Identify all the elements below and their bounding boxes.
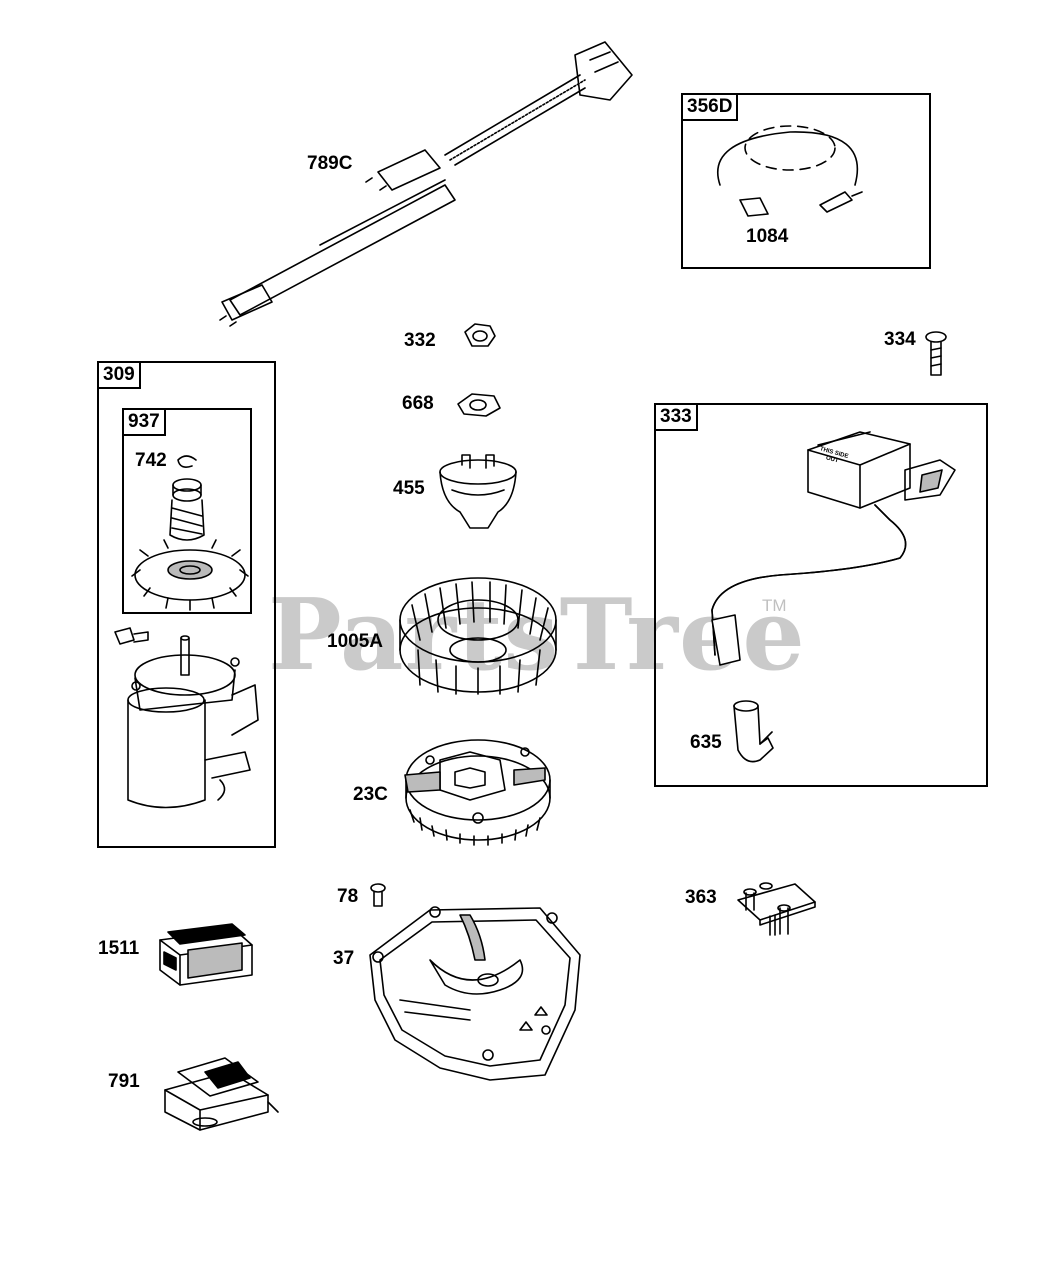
part-668-washer[interactable] <box>457 393 501 417</box>
box-356D: 356D <box>681 93 931 269</box>
label-334[interactable]: 334 <box>884 329 916 350</box>
label-1005A[interactable]: 1005A <box>327 631 383 652</box>
part-789C-harness[interactable] <box>219 41 633 327</box>
part-635-boot[interactable] <box>733 700 774 763</box>
box-356D-tag[interactable]: 356D <box>683 95 739 121</box>
part-1005A-flywheel[interactable] <box>399 577 557 695</box>
part-332-nut[interactable] <box>464 323 496 347</box>
label-332[interactable]: 332 <box>404 330 436 351</box>
label-37[interactable]: 37 <box>333 948 355 969</box>
part-937-drive[interactable] <box>131 478 249 611</box>
label-635[interactable]: 635 <box>690 732 722 753</box>
part-334-bolt[interactable] <box>925 331 947 376</box>
box-309-tag[interactable]: 309 <box>99 363 141 389</box>
box-937: 937 <box>122 408 252 614</box>
label-789C[interactable]: 789C <box>307 153 353 174</box>
label-23C[interactable]: 23C <box>353 784 388 805</box>
label-668[interactable]: 668 <box>402 393 434 414</box>
part-37-housing[interactable] <box>369 906 581 1081</box>
label-1511[interactable]: 1511 <box>98 938 140 959</box>
box-937-tag[interactable]: 937 <box>124 410 166 436</box>
label-1084[interactable]: 1084 <box>746 226 789 247</box>
label-455[interactable]: 455 <box>393 478 425 499</box>
label-78[interactable]: 78 <box>337 886 359 907</box>
part-333-coil[interactable] <box>711 431 956 666</box>
part-455-cup[interactable] <box>439 454 517 529</box>
part-1511-battery[interactable] <box>159 923 253 986</box>
part-791-charger[interactable] <box>164 1057 279 1131</box>
box-309: 309 <box>97 361 276 848</box>
part-78-screw[interactable] <box>370 883 386 907</box>
part-742-clip[interactable] <box>177 455 197 468</box>
label-742[interactable]: 742 <box>135 450 167 471</box>
trademark-mark: TM <box>762 596 787 615</box>
part-23C-ring[interactable] <box>404 739 551 846</box>
part-1084-wire[interactable] <box>717 125 863 217</box>
box-333: 333 <box>654 403 988 787</box>
label-363[interactable]: 363 <box>685 887 717 908</box>
part-309-starter[interactable] <box>114 627 259 809</box>
part-363-bracket[interactable] <box>737 882 816 936</box>
label-791[interactable]: 791 <box>108 1071 140 1092</box>
box-333-tag[interactable]: 333 <box>656 405 698 431</box>
